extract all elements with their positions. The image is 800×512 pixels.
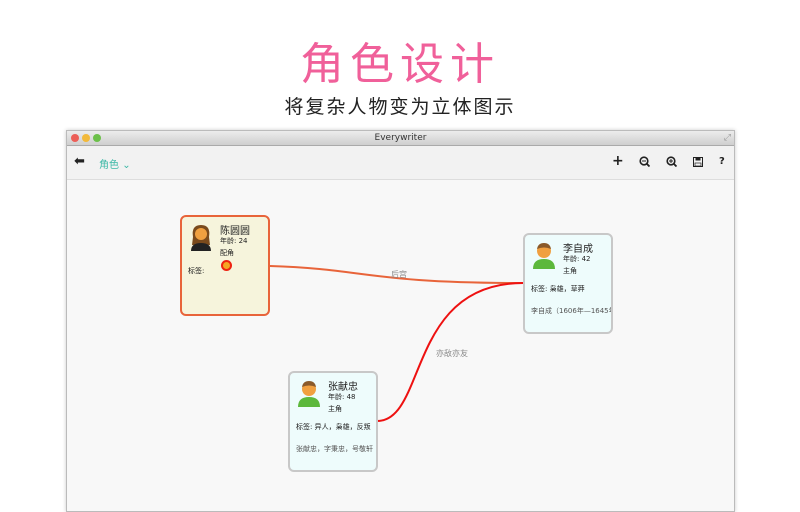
toolbar: ⬅ 角色 ⌄ + ?	[67, 146, 734, 180]
zoom-out-icon[interactable]	[639, 156, 651, 170]
close-button[interactable]	[71, 134, 79, 142]
back-arrow-icon[interactable]: ⬅	[74, 154, 85, 169]
hero-subtitle: 将复杂人物变为立体图示	[284, 96, 516, 118]
character-age: 年龄: 48	[328, 393, 356, 401]
zoom-in-icon[interactable]	[666, 156, 678, 170]
character-tags: 标签:	[188, 267, 205, 275]
character-age: 年龄: 42	[563, 255, 591, 263]
edge-label: 后宫	[391, 270, 407, 279]
fullscreen-icon[interactable]: ⤢	[723, 133, 731, 143]
add-icon[interactable]: +	[612, 153, 624, 169]
chevron-down-icon: ⌄	[122, 160, 131, 171]
section-dropdown[interactable]: 角色 ⌄	[99, 156, 131, 171]
character-role: 配角	[220, 249, 234, 257]
maximize-button[interactable]	[93, 134, 101, 142]
minimize-button[interactable]	[82, 134, 90, 142]
edges-layer	[269, 265, 524, 422]
edge-label: 亦敌亦友	[436, 349, 468, 358]
male-avatar-icon	[298, 381, 320, 407]
character-card[interactable]: 陈圆圆 年龄: 24 配角 标签:	[180, 215, 270, 316]
character-name: 张献忠	[328, 382, 358, 393]
character-role: 主角	[563, 267, 577, 275]
window-title: Everywriter	[374, 133, 427, 143]
diagram-canvas[interactable]: 后宫 亦敌亦友 陈圆圆 年龄: 24 配角 标签: 李自成 年龄: 42 主角 …	[67, 179, 734, 511]
help-icon[interactable]: ?	[719, 156, 725, 167]
hero-title: 角色设计	[300, 39, 500, 90]
section-label: 角色	[99, 160, 119, 171]
female-avatar-icon	[191, 225, 211, 251]
character-description: 张献忠，字秉忠，号敬轩	[296, 445, 373, 453]
character-tags: 标签: 枭雄，草莽	[531, 285, 585, 293]
edge-enemy-friend[interactable]	[376, 282, 524, 422]
male-avatar-icon	[533, 243, 555, 269]
character-role: 主角	[328, 405, 342, 413]
character-age: 年龄: 24	[220, 237, 248, 245]
app-window: Everywriter ⤢ ⬅ 角色 ⌄ + ? 后宫 亦敌亦友 陈圆圆 年龄:…	[66, 130, 735, 512]
character-name: 李自成	[563, 244, 593, 255]
character-card[interactable]: 张献忠 年龄: 48 主角 标签: 异人，枭雄，反叛 张献忠，字秉忠，号敬轩	[288, 371, 378, 472]
connector-dot-icon[interactable]	[221, 260, 232, 271]
character-name: 陈圆圆	[220, 226, 250, 237]
title-bar: Everywriter ⤢	[67, 131, 734, 146]
character-description: 李自成（1606年—1645年	[531, 307, 611, 315]
edge-houngong[interactable]	[269, 265, 524, 284]
character-tags: 标签: 异人，枭雄，反叛	[296, 423, 371, 431]
character-card[interactable]: 李自成 年龄: 42 主角 标签: 枭雄，草莽 李自成（1606年—1645年	[523, 233, 613, 334]
save-icon[interactable]	[693, 156, 703, 170]
